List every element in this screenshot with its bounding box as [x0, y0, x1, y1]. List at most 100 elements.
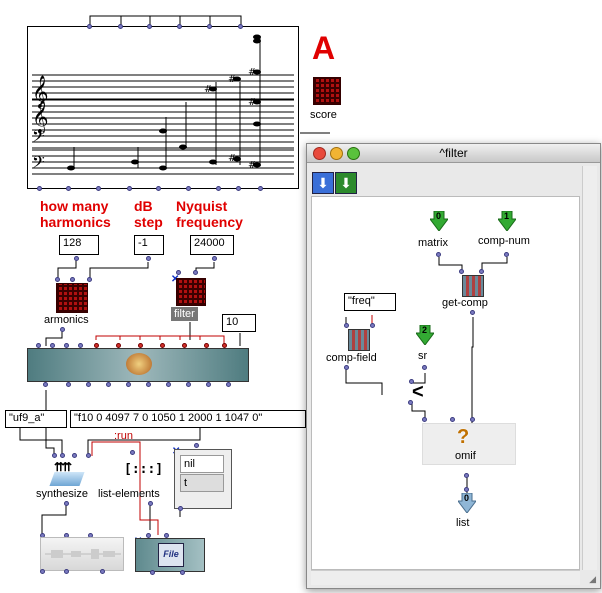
synthesize-inlet[interactable] — [72, 453, 77, 458]
process-outlet[interactable] — [43, 382, 48, 387]
omif-outlet[interactable] — [464, 473, 469, 478]
nyquist-value[interactable]: 24000 — [190, 235, 234, 255]
process-outlet[interactable] — [146, 382, 151, 387]
score-editor[interactable]: 𝄞 𝄞 𝄢 𝄢 ### ### — [27, 26, 299, 189]
lt-inlet[interactable] — [409, 379, 414, 384]
arrow-down-green-button[interactable]: ⬇ — [335, 172, 357, 194]
score-inlet[interactable] — [118, 24, 123, 29]
get-comp-inlet[interactable] — [459, 269, 464, 274]
close-icon[interactable]: ✕ — [171, 274, 179, 285]
omif-box[interactable]: ? omif — [422, 423, 516, 465]
process-outlet[interactable] — [166, 382, 171, 387]
armonics-outlet[interactable] — [60, 327, 65, 332]
file-inlet[interactable] — [146, 533, 151, 538]
sound-outlet[interactable] — [100, 569, 105, 574]
comp-field-outlet[interactable] — [344, 365, 349, 370]
score-icon[interactable] — [313, 77, 341, 105]
process-outlet[interactable] — [206, 382, 211, 387]
filter-inlet[interactable] — [176, 270, 181, 275]
outlet[interactable] — [146, 256, 151, 261]
process-inlet[interactable] — [182, 343, 187, 348]
sr-outlet[interactable] — [422, 365, 427, 370]
filter-patch-canvas[interactable]: 0 matrix 1 comp-num get-comp "freq" comp… — [311, 196, 580, 570]
process-inlet[interactable] — [36, 343, 41, 348]
comp-field-icon[interactable] — [348, 329, 370, 351]
window-titlebar[interactable]: ^filter — [307, 144, 600, 163]
harmonics-value[interactable]: 128 — [59, 235, 99, 255]
brackets-icon[interactable]: [:::] — [124, 462, 164, 477]
synthesize-outlet[interactable] — [64, 501, 69, 506]
sound-outlet[interactable] — [64, 569, 69, 574]
comp-num-outlet[interactable] — [504, 252, 509, 257]
minimize-window-button[interactable] — [330, 147, 343, 160]
score-string[interactable]: "f10 0 4097 7 0 1050 1 2000 1 1047 0" — [70, 410, 306, 428]
matrix-arrow-icon[interactable] — [429, 210, 449, 232]
resize-grip-icon[interactable]: ◢ — [589, 574, 596, 584]
armonics-inlet[interactable] — [55, 277, 60, 282]
process-inlet[interactable] — [138, 343, 143, 348]
process-inlet[interactable] — [160, 343, 165, 348]
score-inlet[interactable] — [238, 24, 243, 29]
list-box[interactable]: nil t — [174, 449, 232, 509]
process-inlet[interactable] — [64, 343, 69, 348]
list-arrow-icon[interactable] — [457, 492, 477, 514]
process-outlet[interactable] — [226, 382, 231, 387]
score-outlet[interactable] — [186, 186, 191, 191]
synthesize-inlet[interactable] — [86, 453, 91, 458]
comp-num-arrow-icon[interactable] — [497, 210, 517, 232]
filter-label[interactable]: filter — [171, 307, 198, 321]
list-elements-outlet[interactable] — [148, 501, 153, 506]
get-comp-icon[interactable] — [462, 275, 484, 297]
process-outlet[interactable] — [106, 382, 111, 387]
lt-outlet[interactable] — [408, 400, 413, 405]
armonics-inlet[interactable] — [70, 277, 75, 282]
comp-field-inlet[interactable] — [344, 323, 349, 328]
file-box[interactable]: File — [135, 538, 205, 572]
less-than-icon[interactable]: < — [412, 381, 424, 403]
list-inlet[interactable] — [194, 443, 199, 448]
filter-window[interactable]: ^filter ⬇ ⬇ 0 matrix — [306, 143, 601, 589]
matrix-outlet[interactable] — [436, 252, 441, 257]
file-outlet[interactable] — [150, 570, 155, 575]
outlet[interactable] — [74, 256, 79, 261]
score-inlet[interactable] — [87, 24, 92, 29]
file-outlet[interactable] — [180, 570, 185, 575]
list-elements-inlet[interactable] — [130, 450, 135, 455]
synthesize-icon[interactable] — [49, 472, 85, 486]
list-item-nil[interactable]: nil — [180, 455, 224, 473]
list-item-t[interactable]: t — [180, 474, 224, 492]
file-inlet[interactable] — [164, 533, 169, 538]
process-outlet[interactable] — [86, 382, 91, 387]
ten-value[interactable]: 10 — [222, 314, 256, 332]
freq-string[interactable]: "freq" — [344, 293, 396, 311]
armonics-inlet[interactable] — [87, 277, 92, 282]
vertical-scrollbar[interactable] — [582, 166, 597, 570]
list-inlet[interactable] — [464, 487, 469, 492]
process-outlet[interactable] — [186, 382, 191, 387]
process-inlet[interactable] — [204, 343, 209, 348]
score-outlet[interactable] — [37, 186, 42, 191]
process-outlet[interactable] — [66, 382, 71, 387]
score-outlet[interactable] — [156, 186, 161, 191]
zoom-window-button[interactable] — [347, 147, 360, 160]
synthesize-inlet[interactable] — [52, 453, 57, 458]
get-comp-outlet[interactable] — [470, 310, 475, 315]
score-inlet[interactable] — [207, 24, 212, 29]
filter-icon[interactable] — [176, 278, 206, 306]
score-outlet[interactable] — [236, 186, 241, 191]
process-outlet[interactable] — [126, 382, 131, 387]
get-comp-inlet[interactable] — [479, 269, 484, 274]
sound-waveform[interactable] — [40, 537, 124, 571]
armonics-icon[interactable] — [56, 283, 88, 313]
sr-arrow-icon[interactable] — [415, 324, 435, 346]
close-window-button[interactable] — [313, 147, 326, 160]
process-inlet[interactable] — [94, 343, 99, 348]
process-inlet[interactable] — [78, 343, 83, 348]
process-inlet[interactable] — [116, 343, 121, 348]
omif-inlet[interactable] — [422, 417, 427, 422]
omif-inlet[interactable] — [450, 417, 455, 422]
instrument-string[interactable]: "uf9_a" — [5, 410, 67, 428]
score-outlet[interactable] — [96, 186, 101, 191]
score-outlet[interactable] — [127, 186, 132, 191]
score-inlet[interactable] — [177, 24, 182, 29]
